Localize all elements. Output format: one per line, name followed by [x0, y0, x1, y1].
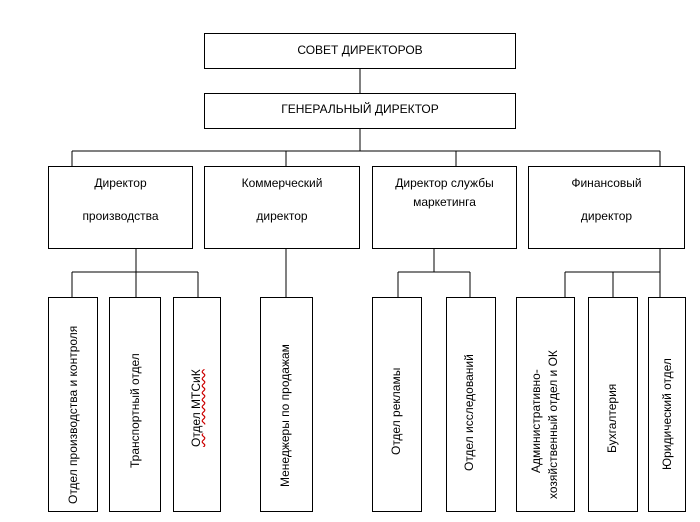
- dept-production-control-label: Отдел производства и контроля: [66, 325, 80, 504]
- dept-transport-label: Транспортный отдел: [128, 353, 142, 468]
- director-finance-line2: директор: [580, 209, 633, 223]
- dept-production-control-box: Отдел производства и контроля: [48, 297, 98, 512]
- dept-admin-label-line2: хозяйственный отдел и ОК: [546, 350, 560, 499]
- director-commercial-line2: директор: [256, 209, 308, 223]
- board-label: СОВЕТ ДИРЕКТОРОВ: [297, 43, 423, 57]
- dept-legal-box: Юридический отдел: [648, 297, 686, 512]
- dept-legal-label: Юридический отдел: [660, 358, 674, 470]
- dept-admin-label-line1: Административно-: [529, 369, 543, 473]
- dept-sales-managers-box: Менеджеры по продажам: [260, 297, 313, 512]
- dept-accounting-label: Бухгалтерия: [605, 383, 619, 453]
- dept-advertising-box: Отдел рекламы: [372, 297, 422, 512]
- director-production-line2: производства: [82, 209, 159, 223]
- ceo-box: ГЕНЕРАЛЬНЫЙ ДИРЕКТОР: [204, 93, 516, 129]
- director-commercial-line1: Коммерческий: [241, 176, 323, 190]
- dept-advertising-label: Отдел рекламы: [389, 367, 403, 455]
- dept-mtsik-box: Отдел МТСиК: [173, 297, 221, 512]
- director-production-box: Директор производства: [48, 166, 193, 249]
- dept-research-box: Отдел исследований: [446, 297, 496, 512]
- director-production-line1: Директор: [94, 176, 147, 190]
- director-marketing-box: Директор службы маркетинга: [372, 166, 517, 249]
- director-finance-line1: Финансовый: [571, 176, 642, 190]
- director-finance-box: Финансовый директор: [528, 166, 685, 249]
- board-box: СОВЕТ ДИРЕКТОРОВ: [204, 33, 516, 69]
- ceo-label: ГЕНЕРАЛЬНЫЙ ДИРЕКТОР: [281, 102, 439, 116]
- dept-transport-box: Транспортный отдел: [109, 297, 161, 512]
- dept-research-label: Отдел исследований: [462, 354, 476, 471]
- director-marketing-line2: маркетинга: [413, 195, 476, 209]
- dept-accounting-box: Бухгалтерия: [588, 297, 638, 512]
- director-marketing-line1: Директор службы: [395, 176, 494, 190]
- dept-sales-managers-label: Менеджеры по продажам: [278, 344, 292, 487]
- dept-mtsik-label: Отдел МТСиК: [189, 369, 203, 447]
- dept-admin-box: Административно- хозяйственный отдел и О…: [516, 297, 575, 512]
- director-commercial-box: Коммерческий директор: [204, 166, 360, 249]
